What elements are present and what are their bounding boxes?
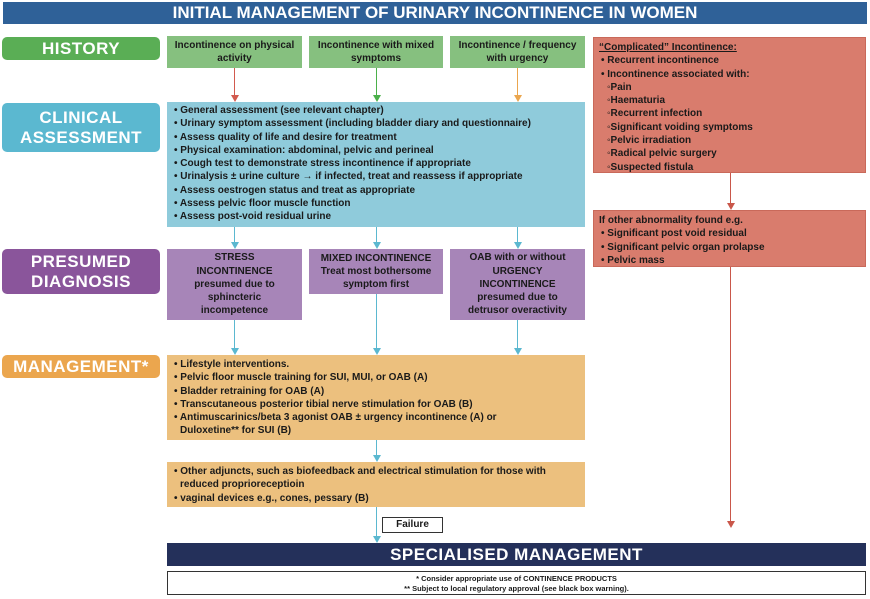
list-item: • Antimuscarinics/beta 3 agonist OAB ± u… [174, 412, 497, 437]
arrow-line [234, 227, 235, 243]
stage-management: MANAGEMENT* [2, 355, 160, 378]
arrow-line [730, 267, 731, 522]
arrow-head-icon [231, 348, 239, 355]
list-item: • Pelvic mass [601, 254, 665, 266]
management-box: • Lifestyle interventions. • Pelvic floo… [167, 355, 585, 440]
arrow-head-icon [373, 95, 381, 102]
adjuncts-box: • Other adjuncts, such as biofeedback an… [167, 462, 585, 507]
other-abnormality-heading: If other abnormality found e.g. [599, 215, 743, 226]
arrow-line [234, 68, 235, 96]
arrow-line [517, 68, 518, 96]
arrow-head-icon [373, 536, 381, 543]
arrow-line [517, 320, 518, 349]
list-item: • Lifestyle interventions. [174, 359, 290, 370]
list-item: ◦Radical pelvic surgery [607, 148, 717, 160]
arrow-line [376, 227, 377, 243]
list-item: • Bladder retraining for OAB (A) [174, 385, 325, 397]
list-item: • Assess pelvic floor muscle function [174, 198, 351, 210]
arrow-head-icon [514, 242, 522, 249]
list-item: • Incontinence associated with: [601, 68, 750, 80]
list-item: ◦Recurrent infection [607, 108, 703, 120]
specialised-management-bar: SPECIALISED MANAGEMENT [167, 543, 866, 566]
list-item: • Pelvic floor muscle training for SUI, … [174, 372, 428, 384]
arrow-head-icon [373, 455, 381, 462]
stage-history: HISTORY [2, 37, 160, 60]
history-box-mixed: Incontinence with mixed symptoms [309, 36, 443, 68]
stage-clinical-assessment: CLINICAL ASSESSMENT [2, 103, 160, 152]
footnotes-box: * Consider appropriate use of CONTINENCE… [167, 571, 866, 595]
list-item: ◦Pelvic irradiation [607, 135, 692, 147]
clinical-assessment-box: • General assessment (see relevant chapt… [167, 102, 585, 227]
history-box-urgency: Incontinence / frequency with urgency [450, 36, 585, 68]
arrow-head-icon [514, 95, 522, 102]
arrow-head-icon [373, 242, 381, 249]
page-title: INITIAL MANAGEMENT OF URINARY INCONTINEN… [3, 2, 867, 24]
arrow-line [376, 507, 377, 537]
arrow-line [376, 440, 377, 456]
other-abnormality-box: If other abnormality found e.g. • Signif… [593, 210, 866, 267]
list-item: • Recurrent incontinence [601, 55, 719, 67]
list-item: ◦Pain [607, 81, 632, 93]
list-item: • Transcutaneous posterior tibial nerve … [174, 398, 473, 410]
arrow-head-icon [727, 521, 735, 528]
failure-label: Failure [382, 517, 443, 533]
complicated-heading: “Complicated” Incontinence: [599, 42, 737, 53]
list-item: • Physical examination: abdominal, pelvi… [174, 144, 434, 156]
arrow-head-icon [373, 348, 381, 355]
list-item: • Significant post void residual [601, 228, 747, 240]
arrow-head-icon [231, 95, 239, 102]
footnote: ** Subject to local regulatory approval … [404, 584, 629, 593]
arrow-line [517, 227, 518, 243]
list-item: • Other adjuncts, such as biofeedback an… [174, 466, 546, 491]
arrow-head-icon [231, 242, 239, 249]
footnote: * Consider appropriate use of CONTINENCE… [416, 574, 617, 583]
arrow-head-icon [514, 348, 522, 355]
list-item: • Assess post-void residual urine [174, 211, 332, 223]
list-item: • vaginal devices e.g., cones, pessary (… [174, 492, 369, 504]
history-box-physical-activity: Incontinence on physical activity [167, 36, 302, 68]
list-item: ◦Significant voiding symptoms [607, 121, 753, 133]
list-item: • Assess quality of life and desire for … [174, 131, 397, 143]
arrow-line [730, 173, 731, 204]
list-item: • Cough test to demonstrate stress incon… [174, 158, 471, 170]
list-item: ◦Suspected fistula [607, 161, 694, 173]
list-item: • Significant pelvic organ prolapse [601, 241, 765, 253]
arrow-line [234, 320, 235, 349]
arrow-line [376, 68, 377, 96]
list-item: • Urinalysis ± urine culture → if infect… [174, 171, 523, 183]
stage-presumed-diagnosis: PRESUMED DIAGNOSIS [2, 249, 160, 294]
list-item: • Assess oestrogen status and treat as a… [174, 184, 415, 196]
list-item: • General assessment (see relevant chapt… [174, 105, 384, 116]
list-item: ◦Haematuria [607, 95, 666, 107]
list-item: • Urinary symptom assessment (including … [174, 118, 531, 130]
arrow-line [376, 294, 377, 349]
diagnosis-mixed: MIXED INCONTINENCE Treat most bothersome… [309, 249, 443, 294]
diagnosis-stress: STRESS INCONTINENCE presumed due to sphi… [167, 249, 302, 320]
complicated-incontinence-box: “Complicated” Incontinence: • Recurrent … [593, 37, 866, 173]
diagnosis-oab: OAB with or without URGENCY INCONTINENCE… [450, 249, 585, 320]
arrow-head-icon [727, 203, 735, 210]
